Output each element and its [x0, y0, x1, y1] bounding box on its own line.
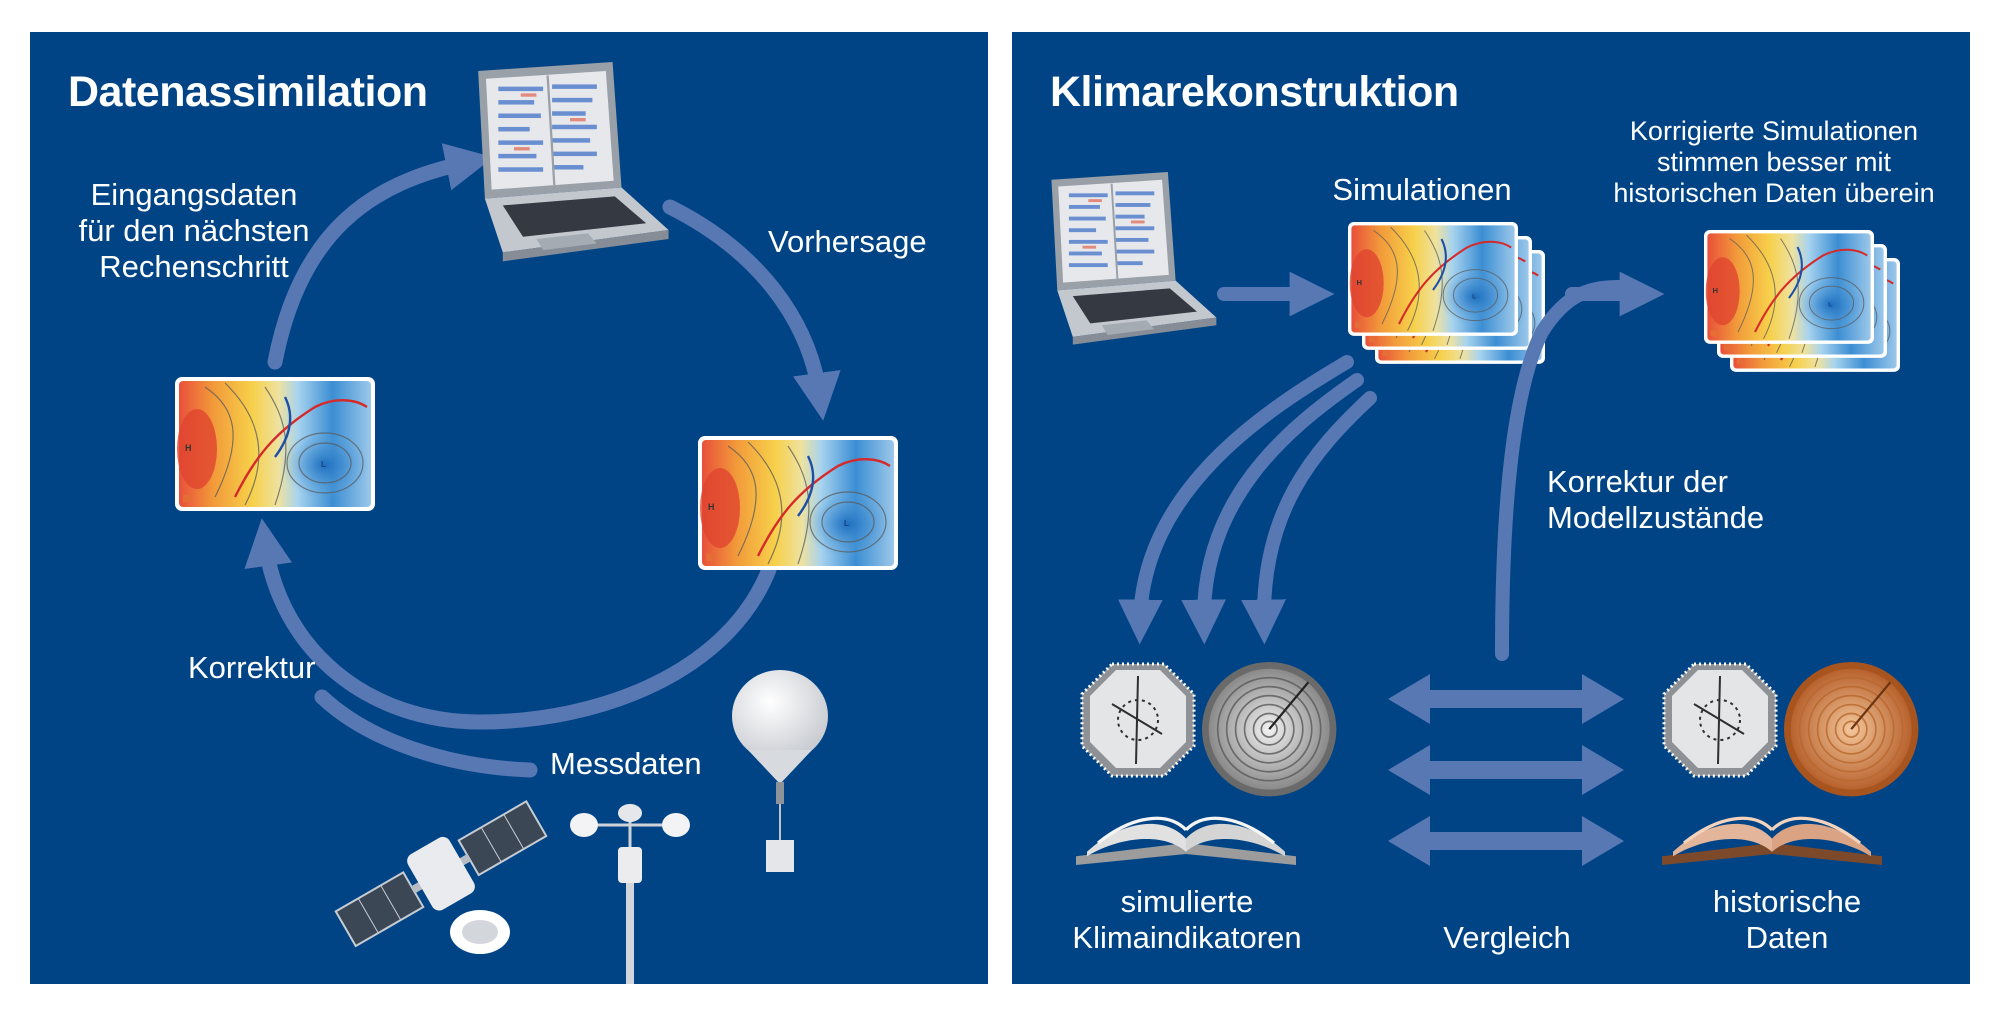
label-input-data: Eingangsdaten für den nächsten Rechensch… — [78, 177, 310, 284]
simulations-stack — [1346, 220, 1547, 365]
cycle-arrows — [244, 143, 841, 778]
arrow-correction — [244, 518, 778, 730]
open-book-icon — [1660, 816, 1884, 867]
label-historical-data: historische Daten — [1712, 884, 1862, 955]
arrow-measurements — [314, 689, 538, 778]
ice-core-icon — [1080, 662, 1196, 778]
double-arrow-icon — [1388, 674, 1624, 724]
label-comparison: Vergleich — [1443, 920, 1571, 955]
label-simulations: Simulationen — [1332, 172, 1512, 207]
arrow-forecast — [662, 199, 841, 421]
laptop-icon — [1050, 171, 1218, 346]
open-book-icon — [1074, 816, 1298, 867]
comparison-arrows — [1388, 674, 1624, 866]
label-measurements: Messdaten — [550, 746, 702, 781]
arrow-to-laptop — [267, 143, 494, 370]
flow-arrows — [1117, 271, 1665, 661]
weather-map-icon — [1702, 228, 1876, 345]
weather-map-icon — [1346, 220, 1520, 337]
double-arrow-icon — [1388, 745, 1624, 795]
weather-map-icon — [696, 434, 900, 572]
corrected-simulations-stack — [1702, 228, 1902, 373]
panel-title-data-assimilation: Datenassimilation — [68, 68, 428, 116]
ice-core-icon — [1662, 662, 1778, 778]
reconstruction-graphic — [1050, 171, 1920, 867]
weather-map-icon — [173, 375, 377, 513]
label-correction: Korrektur — [188, 650, 316, 685]
laptop-icon — [477, 60, 670, 263]
data-assimilation-panel: Datenassimilation — [30, 32, 988, 984]
panel-title-climate-reconstruction: Klimarekonstruktion — [1050, 68, 1459, 116]
assimilation-cycle-graphic — [173, 60, 900, 984]
anemometer-icon — [570, 804, 690, 984]
climate-reconstruction-panel: Klimarekonstruktion — [1012, 32, 1970, 984]
weather-balloon-icon — [732, 670, 828, 872]
arrow-to-indicator-2 — [1181, 373, 1364, 645]
satellite-icon — [334, 800, 548, 954]
tree-rings-icon — [1782, 660, 1920, 798]
tree-rings-icon — [1200, 660, 1338, 798]
double-arrow-icon — [1388, 816, 1624, 866]
arrow-to-indicator-3 — [1241, 391, 1377, 645]
label-forecast: Vorhersage — [768, 224, 927, 259]
label-corrected-simulations: Korrigierte Simulationen stimmen besser … — [1613, 116, 1935, 208]
label-model-correction: Korrektur der Modellzustände — [1547, 464, 1765, 535]
simulated-indicators-group — [1074, 660, 1338, 867]
historical-data-group — [1660, 660, 1920, 867]
label-simulated-indicators: simulierte Klimaindikatoren — [1072, 884, 1302, 955]
arrow-to-indicator-1 — [1117, 355, 1354, 645]
